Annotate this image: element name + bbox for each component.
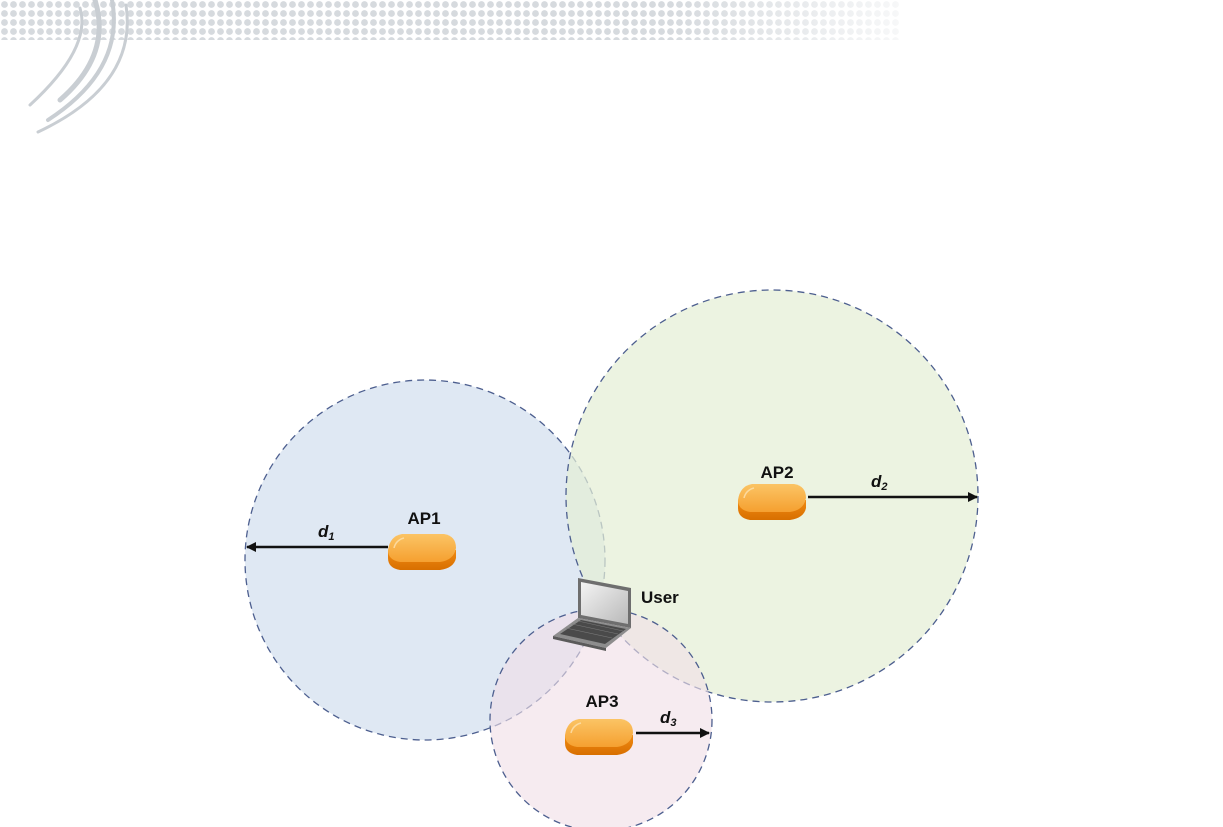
ap1-distance-symbol: d — [318, 522, 329, 541]
ap1-distance-index: 1 — [328, 531, 334, 543]
user-label: User — [641, 588, 679, 607]
ap2-label: AP2 — [760, 463, 793, 482]
ap3-distance-index: 3 — [670, 717, 676, 729]
ap3-distance-symbol: d — [660, 708, 671, 727]
ap2-router-icon — [738, 484, 806, 520]
ap1-router-icon — [388, 534, 456, 570]
ap1-label: AP1 — [407, 509, 440, 528]
ap3-router-icon — [565, 719, 633, 755]
ap2-distance-index: 2 — [880, 481, 887, 493]
header-decoration — [0, 0, 900, 132]
ap2-distance-symbol: d — [871, 472, 882, 491]
ap3-label: AP3 — [585, 692, 618, 711]
dot-band — [0, 0, 900, 40]
